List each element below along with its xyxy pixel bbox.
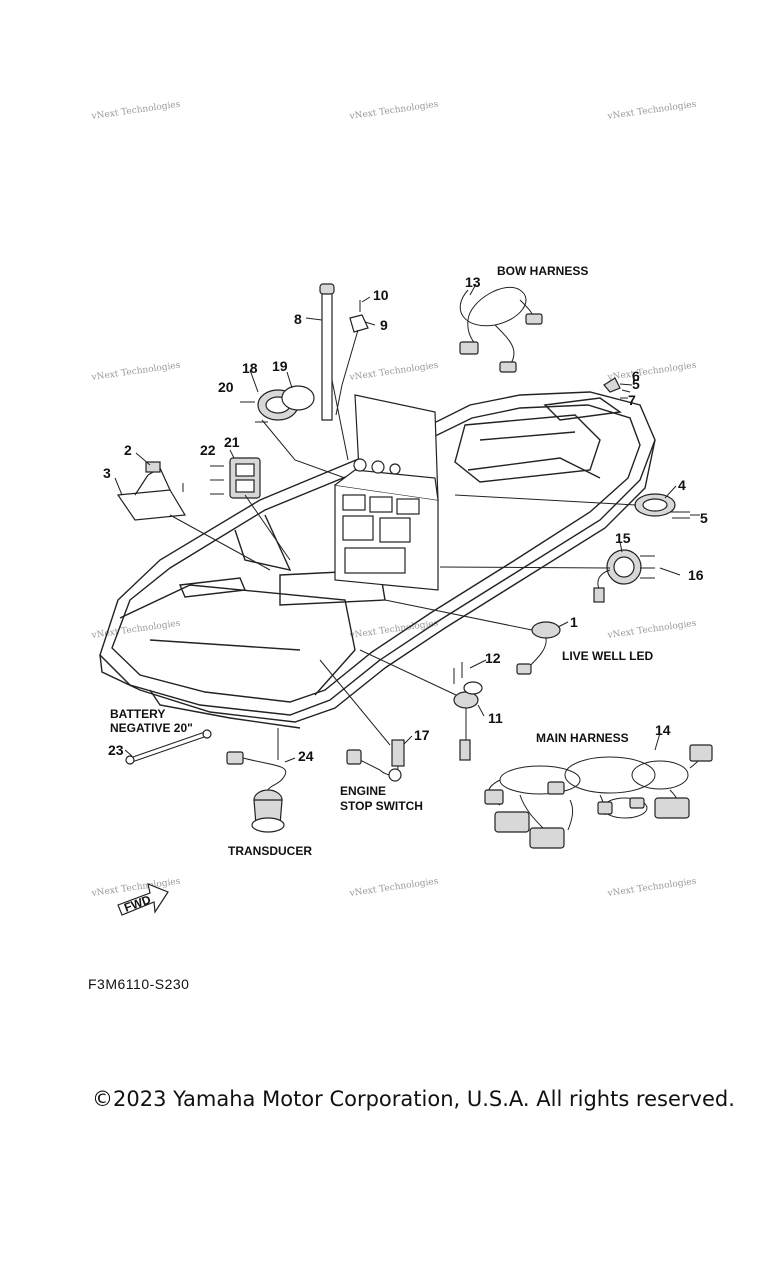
boat-hull	[99, 391, 656, 729]
callout-8: 8	[294, 311, 302, 327]
bow-harness	[459, 286, 543, 373]
watermark: vNext Technologies	[606, 619, 697, 642]
callout-5: 5	[700, 510, 708, 526]
figure-code: F3M6110-S230	[88, 976, 190, 992]
callout-18: 18	[242, 360, 258, 376]
callout-1: 1	[570, 614, 578, 630]
engine-stop-label-line1: ENGINE	[340, 784, 386, 798]
callout-5-upper: 5	[632, 376, 640, 392]
callout-9: 9	[380, 317, 388, 333]
led-light	[593, 549, 655, 603]
leader-lines	[114, 283, 700, 763]
callout-24: 24	[298, 748, 314, 764]
callout-10: 10	[373, 287, 389, 303]
callout-14: 14	[655, 722, 671, 738]
callout-6: 6	[632, 368, 640, 384]
vent-cover	[240, 385, 315, 423]
switch-panel	[210, 457, 261, 499]
main-harness-label: MAIN HARNESS	[536, 731, 629, 745]
watermark: vNext Technologies	[606, 361, 697, 384]
battery-label-line1: BATTERY	[110, 707, 165, 721]
main-harness	[484, 744, 713, 849]
callout-3: 3	[103, 465, 111, 481]
callout-19: 19	[272, 358, 288, 374]
transducer-label: TRANSDUCER	[228, 844, 312, 858]
courtesy-light	[634, 493, 690, 519]
fwd-label: FWD	[122, 892, 153, 915]
callout-15: 15	[615, 530, 631, 546]
callout-7: 7	[628, 392, 636, 408]
callout-numbers: 1 2 3 4 5 5 6 7 8 9 10 11 12 13 14 15 16…	[103, 274, 708, 764]
callout-20: 20	[218, 379, 234, 395]
callout-12: 12	[485, 650, 501, 666]
copyright-notice: ©2023 Yamaha Motor Corporation, U.S.A. A…	[92, 1087, 735, 1111]
battery-negative-cable	[125, 729, 212, 765]
transducer-part	[226, 751, 287, 833]
harness-labels: BOW HARNESS MAIN HARNESS LIVE WELL LED B…	[110, 264, 653, 858]
live-well-led	[516, 621, 561, 675]
watermark: vNext Technologies	[90, 619, 181, 642]
callout-17: 17	[414, 727, 430, 743]
battery-label-line2: NEGATIVE 20"	[110, 721, 193, 735]
drain-plug	[453, 662, 483, 761]
watermark: vNext Technologies	[90, 361, 181, 384]
watermark: vNext Technologies	[348, 100, 439, 123]
callout-21: 21	[224, 434, 240, 450]
bow-harness-label: BOW HARNESS	[497, 264, 588, 278]
engine-stop-switch	[346, 739, 405, 782]
watermark: vNext Technologies	[606, 877, 697, 900]
callout-16: 16	[688, 567, 704, 583]
bow-fitting	[603, 377, 628, 399]
antenna	[319, 283, 369, 421]
callout-22: 22	[200, 442, 216, 458]
callout-4: 4	[678, 477, 686, 493]
engine-stop-label-line2: STOP SWITCH	[340, 799, 423, 813]
callout-2: 2	[124, 442, 132, 458]
battery-bracket	[116, 461, 187, 521]
watermark: vNext Technologies	[90, 100, 181, 123]
watermark: vNext Technologies	[606, 100, 697, 123]
watermark: vNext Technologies	[348, 877, 439, 900]
watermark: vNext Technologies	[348, 361, 439, 384]
callout-23: 23	[108, 742, 124, 758]
live-well-led-label: LIVE WELL LED	[562, 649, 653, 663]
callout-11: 11	[488, 710, 503, 726]
callout-13: 13	[465, 274, 481, 290]
